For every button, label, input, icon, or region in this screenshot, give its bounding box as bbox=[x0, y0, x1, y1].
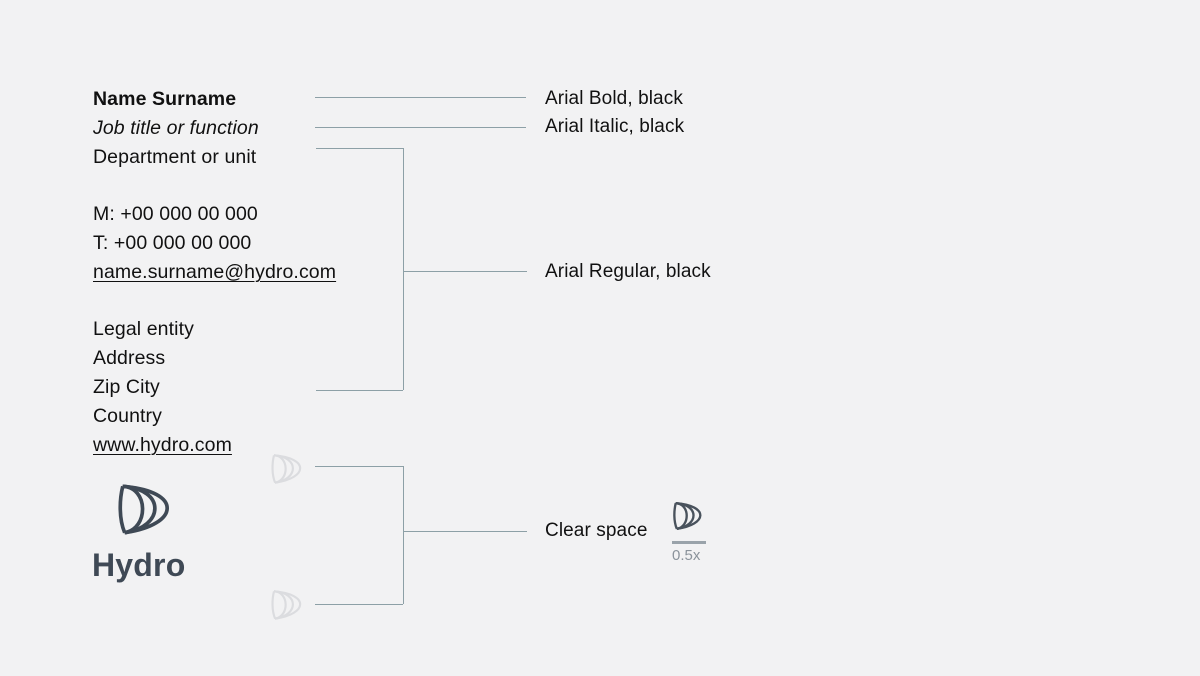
callout-line-job-title bbox=[315, 127, 526, 128]
hydro-crescents-icon bbox=[118, 484, 169, 535]
bracket-regular-callout bbox=[403, 271, 527, 272]
hydro-wordmark: Hydro bbox=[92, 547, 186, 583]
signature-department: Department or unit bbox=[93, 145, 257, 168]
bracket-regular-top bbox=[316, 148, 403, 149]
email-signature-sample: Name Surname Job title or function Depar… bbox=[93, 85, 383, 459]
annotation-arial-italic: Arial Italic, black bbox=[545, 116, 685, 137]
signature-country: Country bbox=[93, 404, 162, 427]
hydro-crescents-ghost-icon bbox=[271, 590, 302, 620]
signature-job-title: Job title or function bbox=[93, 116, 259, 139]
signature-mobile: M: +00 000 00 000 bbox=[93, 203, 258, 226]
bracket-regular-bottom bbox=[316, 390, 403, 391]
bracket-clearspace-callout bbox=[403, 531, 527, 532]
signature-spacer bbox=[93, 287, 383, 316]
annotation-arial-bold: Arial Bold, black bbox=[545, 88, 683, 109]
signature-name: Name Surname bbox=[93, 88, 237, 110]
signature-spacer bbox=[93, 171, 383, 200]
clear-space-measure-bar bbox=[672, 541, 706, 544]
annotation-arial-regular: Arial Regular, black bbox=[545, 261, 711, 282]
signature-email-link[interactable]: name.surname@hydro.com bbox=[93, 260, 337, 283]
callout-line-name bbox=[315, 97, 526, 98]
bracket-clearspace-top bbox=[315, 466, 403, 467]
signature-phone: T: +00 000 00 000 bbox=[93, 231, 252, 254]
bracket-clearspace-bottom bbox=[315, 604, 403, 605]
clear-space-ratio: 0.5x bbox=[672, 547, 701, 564]
signature-zip-city: Zip City bbox=[93, 375, 160, 398]
signature-address: Address bbox=[93, 347, 166, 370]
signature-legal-entity: Legal entity bbox=[93, 318, 194, 341]
signature-website-link[interactable]: www.hydro.com bbox=[93, 433, 232, 456]
bracket-clearspace-spine bbox=[403, 466, 404, 604]
annotation-clear-space: Clear space bbox=[545, 520, 648, 541]
bracket-regular-spine bbox=[403, 148, 404, 390]
hydro-crescents-ghost-icon bbox=[271, 454, 302, 484]
hydro-crescents-measure-icon bbox=[673, 501, 702, 530]
